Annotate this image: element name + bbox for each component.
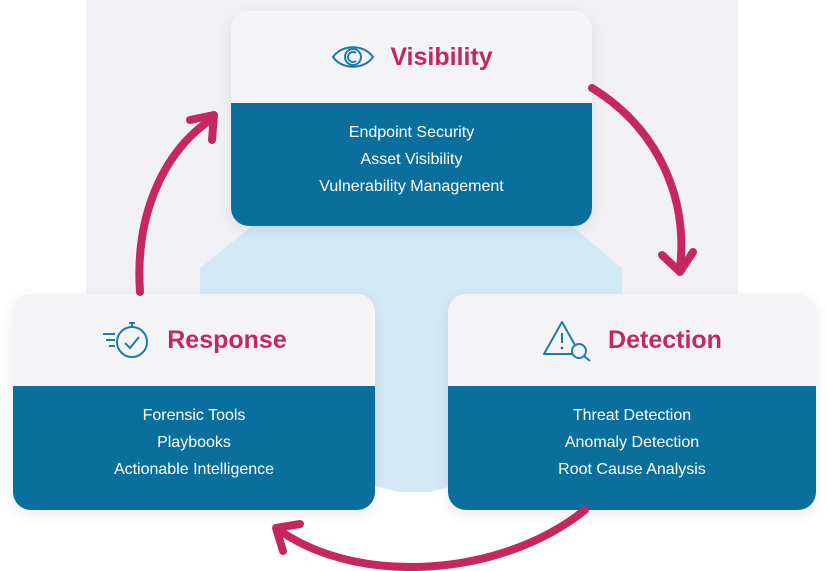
card-item: Endpoint Security: [348, 124, 475, 141]
card-item: Forensic Tools: [142, 407, 246, 424]
stopwatch-check-icon: [101, 318, 153, 362]
card-item: Anomaly Detection: [564, 434, 700, 451]
visibility-card: Visibility Endpoint Security Asset Visib…: [231, 11, 592, 226]
card-item-list: Forensic Tools Playbooks Actionable Inte…: [13, 386, 375, 510]
card-item-list: Endpoint Security Asset Visibility Vulne…: [231, 103, 592, 226]
card-title: Response: [167, 325, 287, 354]
card-item: Playbooks: [157, 434, 231, 451]
card-item: Root Cause Analysis: [558, 461, 706, 478]
detection-card: Detection Threat Detection Anomaly Detec…: [448, 294, 816, 510]
card-item: Threat Detection: [572, 407, 692, 424]
card-header: Response: [13, 294, 375, 386]
card-item: Vulnerability Management: [319, 178, 504, 195]
warning-search-icon: [542, 318, 594, 362]
card-title: Detection: [608, 325, 722, 354]
card-header: Detection: [448, 294, 816, 386]
card-item: Actionable Intelligence: [113, 461, 275, 478]
card-item: Asset Visibility: [360, 151, 463, 168]
response-card: Response Forensic Tools Playbooks Action…: [13, 294, 375, 510]
card-title: Visibility: [390, 42, 493, 71]
card-item-list: Threat Detection Anomaly Detection Root …: [448, 386, 816, 510]
eye-icon: [330, 42, 376, 72]
card-header: Visibility: [231, 11, 592, 103]
